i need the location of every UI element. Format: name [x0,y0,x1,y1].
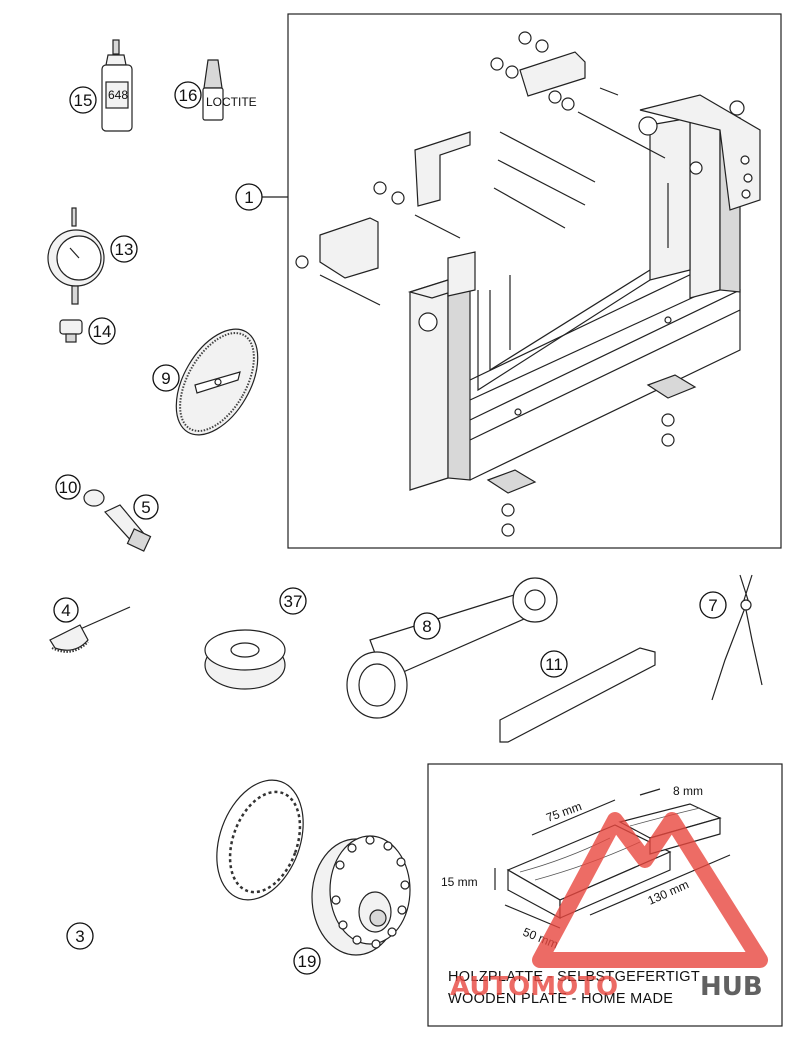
callout-circle-14 [88,317,116,345]
callout-number-13: 13 [115,240,134,259]
holding-wrench [346,577,558,719]
callout-11: 11 [540,650,568,678]
gauge-adapter [59,319,83,343]
callout-number-37: 37 [284,592,303,611]
watermark-text-2: HUB [700,972,763,1002]
engine-stand-illustration [295,31,761,537]
degree-wheel [175,328,259,436]
watermark-text-1: AUTOMOTO [450,972,618,1002]
watermark-logo: AUTOMOTO HUB [450,812,768,1002]
dial-gauge [47,207,105,305]
callout-4: 4 [53,597,79,623]
callout-number-4: 4 [61,601,70,620]
callout-circle-7 [699,591,727,619]
callout-circle-1 [235,183,263,211]
dim-height: 15 mm [441,875,478,889]
callout-13: 13 [110,235,138,263]
bearing-puller-items [83,489,152,552]
callout-circle-10 [55,474,81,500]
callout-5: 5 [133,494,159,520]
callout-16: 16 [174,81,202,109]
callout-number-14: 14 [93,322,112,341]
loctite-tube: LOCTITE [202,59,257,121]
callout-9: 9 [152,364,180,392]
wooden-plate-detail-box [427,763,783,1027]
callout-8: 8 [413,612,441,640]
callout-7: 7 [699,591,727,619]
circlip-pliers [711,574,763,701]
callout-circle-5 [133,494,159,520]
feeler-gauge-plate [499,647,656,743]
callout-number-15: 15 [74,91,93,110]
callout-1: 1 [235,183,263,211]
callout-circle-11 [540,650,568,678]
callout-number-1: 1 [244,188,253,207]
bottle-label-16: LOCTITE [206,95,257,109]
callout-circle-37 [279,587,307,615]
callout-number-3: 3 [75,927,84,946]
callout-circle-3 [66,922,94,950]
caption-german: HOLZPLATTE - SELBSTGEFERTIGT [448,969,700,985]
callout-circle-4 [53,597,79,623]
callout-number-11: 11 [545,655,563,674]
callout-circle-9 [152,364,180,392]
bottle-label-15: 648 [108,88,128,102]
caption-english: WOODEN PLATE - HOME MADE [448,991,673,1007]
callout-number-16: 16 [179,86,198,105]
callout-3: 3 [66,922,94,950]
callout-circle-19 [293,947,321,975]
callout-circle-15 [69,86,97,114]
callout-number-8: 8 [422,617,431,636]
callout-37: 37 [279,587,307,615]
callout-circle-13 [110,235,138,263]
callout-19: 19 [293,947,321,975]
dim-thickness-top: 8 mm [673,784,703,798]
callout-15: 15 [69,86,97,114]
callout-circle-8 [413,612,441,640]
engine-stand-frame-box [287,13,782,549]
callout-number-10: 10 [59,478,78,497]
threadlocker-648-bottle: 648 [101,39,133,132]
rotor-holder-disc [311,835,411,956]
callout-number-7: 7 [708,596,717,615]
callout-number-9: 9 [161,369,170,388]
clutch-holder-tool [19,779,304,1004]
callout-circle-16 [174,81,202,109]
callout-number-5: 5 [141,498,150,517]
callout-number-19: 19 [298,952,317,971]
timing-indicator-tool [49,606,131,653]
crankshaft-puller [93,573,384,756]
callout-14: 14 [88,317,116,345]
callout-10: 10 [55,474,81,500]
